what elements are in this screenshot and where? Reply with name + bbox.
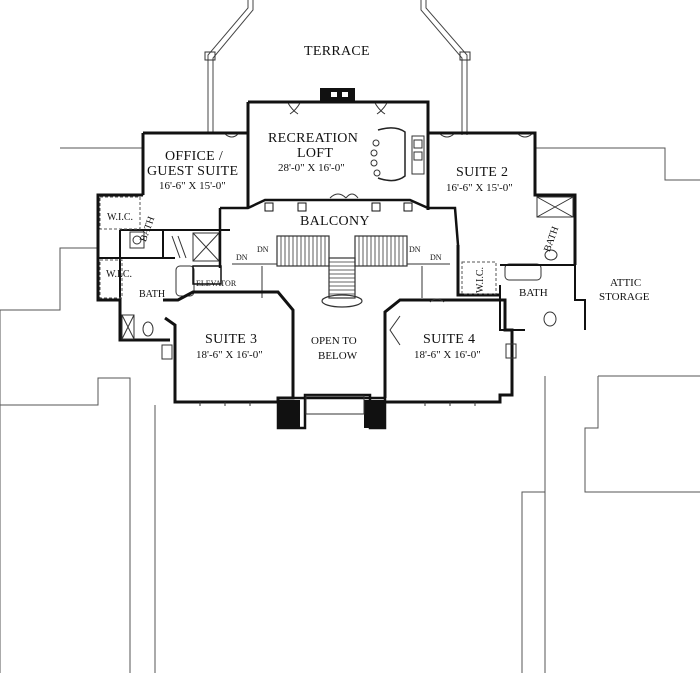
- bar-stool: [372, 139, 380, 147]
- terrace-post: [204, 51, 216, 61]
- toilet-right-lower: [543, 311, 557, 327]
- shower-door: [171, 235, 187, 259]
- loft-doors: [287, 102, 388, 115]
- bar-counter: [377, 127, 406, 182]
- suite3-dimensions: 18'-6" X 16'-0": [196, 349, 263, 361]
- terrace-label: TERRACE: [304, 44, 370, 59]
- dn-label-2: DN: [236, 253, 248, 262]
- vanity-x: [121, 314, 135, 340]
- bar-sink-basin: [413, 151, 423, 161]
- fireplace: [320, 88, 355, 102]
- suite2-title: SUITE 2: [456, 165, 509, 180]
- terrace-railing: [207, 0, 468, 135]
- wic-right-label: W.I.C.: [475, 266, 486, 293]
- elevator-shaft: [192, 265, 222, 285]
- wic-right-closet: [536, 196, 574, 218]
- stair-right: [354, 235, 408, 267]
- elevator-label: ELEVATOR: [196, 279, 237, 288]
- suite4-window: [505, 343, 517, 359]
- roof-outline-left: [0, 147, 144, 673]
- closet-x: [536, 196, 574, 218]
- office-door: [224, 133, 239, 138]
- office-walls: [96, 131, 248, 342]
- wic-left-bottom: [99, 259, 123, 299]
- suite4-door-arc: [429, 298, 445, 303]
- stair-center: [321, 257, 363, 308]
- open-to-below-label-2: BELOW: [318, 350, 358, 362]
- vanity: [121, 314, 135, 340]
- roof-outline-right: [535, 147, 700, 181]
- balcony-column: [264, 202, 274, 212]
- suite3-window: [161, 344, 173, 360]
- wic-left-bottom-label: W.I.C.: [106, 269, 133, 280]
- wic-left-top: [99, 196, 141, 230]
- balcony-arch: [329, 193, 359, 199]
- fireplace-opening: [331, 92, 337, 97]
- suite4-dimensions: 18'-6" X 16'-0": [414, 349, 481, 361]
- recreation-loft-walls: [246, 100, 430, 208]
- bar-stool: [373, 169, 381, 177]
- bathtub-right: [504, 263, 542, 281]
- railing-balcony: [232, 263, 450, 298]
- bath-fixture-sink: [132, 235, 142, 245]
- entry-column: [364, 400, 385, 428]
- entry-porch: [305, 395, 365, 415]
- toilet-right: [544, 249, 558, 261]
- dn-label-4: DN: [430, 253, 442, 262]
- balcony-walls: [218, 198, 460, 268]
- bath-left-bottom-label: BATH: [139, 289, 166, 300]
- suite4-title: SUITE 4: [423, 332, 476, 347]
- suite3-walls: [163, 290, 295, 404]
- suite2-dimensions: 16'-6" X 15'-0": [446, 182, 513, 194]
- roof-outline-left-lower: [0, 377, 131, 673]
- office-inner-walls: [98, 229, 230, 300]
- suite2-walls: [426, 131, 577, 297]
- roof-outline-right-lower: [584, 375, 700, 493]
- bath-right-label: BATH: [519, 287, 548, 299]
- suite4-door: [389, 315, 401, 346]
- balcony-column: [297, 202, 307, 212]
- bar-stool: [370, 159, 378, 167]
- fireplace-opening: [342, 92, 348, 97]
- terrace-post: [459, 51, 471, 61]
- roof-outline-right-wing: [521, 376, 546, 673]
- wic-right: [461, 261, 497, 295]
- recreation-loft-title: RECREATION: [268, 131, 359, 146]
- attic-storage-label-2: STORAGE: [599, 291, 650, 303]
- suite4-walls: [383, 298, 514, 404]
- wic-left-top-label: W.I.C.: [107, 212, 134, 223]
- attic-storage-label: ATTIC: [610, 277, 642, 289]
- office-title-2: GUEST SUITE: [147, 164, 239, 179]
- suite2-door: [439, 133, 533, 138]
- bar-sink-basin: [413, 139, 423, 149]
- balcony-label: BALCONY: [300, 214, 370, 229]
- toilet-left: [142, 321, 154, 337]
- office-dimensions: 16'-6" X 15'-0": [159, 180, 226, 192]
- stair-left: [276, 235, 330, 267]
- open-to-below-label: OPEN TO: [311, 335, 357, 347]
- bar-sink: [411, 135, 425, 175]
- recreation-loft-title-2: LOFT: [297, 146, 334, 161]
- balcony-column: [371, 202, 381, 212]
- terrace-railing-inner: [212, 0, 463, 135]
- shower-x: [192, 232, 220, 262]
- balcony-column: [403, 202, 413, 212]
- dn-label-1: DN: [257, 245, 269, 254]
- suite3-title: SUITE 3: [205, 332, 258, 347]
- dn-label-3: DN: [409, 245, 421, 254]
- bath-fixture-toilet: [129, 231, 145, 249]
- bar-stool: [370, 149, 378, 157]
- suite4-window-ticks: [424, 402, 476, 406]
- suite3-window-ticks: [199, 402, 251, 406]
- entry-column: [278, 400, 300, 428]
- office-title: OFFICE /: [165, 149, 224, 164]
- recreation-loft-dimensions: 28'-0" X 16'-0": [278, 162, 345, 174]
